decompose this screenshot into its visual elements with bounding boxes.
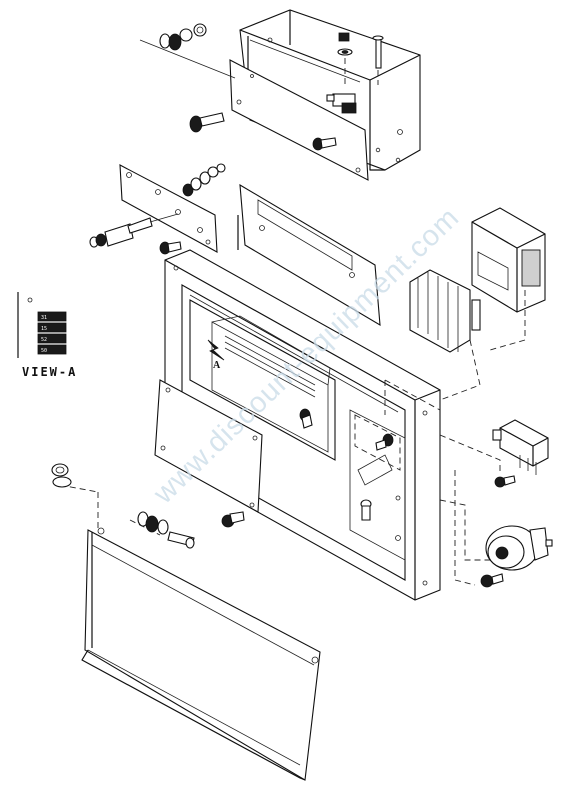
left-bracket-screw bbox=[159, 241, 182, 255]
main-housing bbox=[164, 183, 441, 601]
bottom-hinged-panel bbox=[81, 527, 321, 781]
terminal-strip: 31 15 52 50 bbox=[37, 311, 67, 355]
top-bolt bbox=[312, 137, 337, 151]
view-a-label: VIEW-A bbox=[22, 365, 77, 379]
view-a-inset: 31 15 52 50 VIEW-A bbox=[17, 292, 77, 379]
left-bracket-washers bbox=[182, 163, 226, 197]
relay-screw bbox=[494, 475, 516, 488]
top-screw-knob bbox=[189, 112, 225, 133]
terminal-label-1: 31 bbox=[41, 315, 47, 321]
terminal-block-assembly bbox=[409, 269, 481, 353]
left-mounting-bracket bbox=[119, 164, 218, 253]
lower-nut-washers bbox=[51, 463, 72, 488]
rotary-switch-screw bbox=[480, 573, 504, 588]
meter-screw bbox=[299, 408, 313, 429]
housing-right-screw bbox=[375, 433, 394, 451]
shaft-coupler bbox=[89, 213, 179, 248]
terminal-label-2: 15 bbox=[41, 326, 47, 332]
top-cover-plate bbox=[229, 59, 369, 181]
top-hardware-washers bbox=[139, 23, 236, 79]
terminal-label-4: 50 bbox=[41, 348, 47, 354]
access-cover-plate bbox=[154, 379, 263, 513]
terminal-label-3: 52 bbox=[41, 337, 47, 343]
lower-bolt-washers bbox=[137, 511, 195, 549]
relay-component bbox=[492, 419, 549, 475]
housing-lower-screw bbox=[360, 499, 372, 521]
callout-a-label: A bbox=[213, 360, 221, 371]
leader-lines bbox=[59, 290, 526, 586]
side-enclosure bbox=[471, 207, 546, 313]
access-cover-screw bbox=[221, 511, 245, 528]
rotary-switch bbox=[485, 525, 553, 571]
